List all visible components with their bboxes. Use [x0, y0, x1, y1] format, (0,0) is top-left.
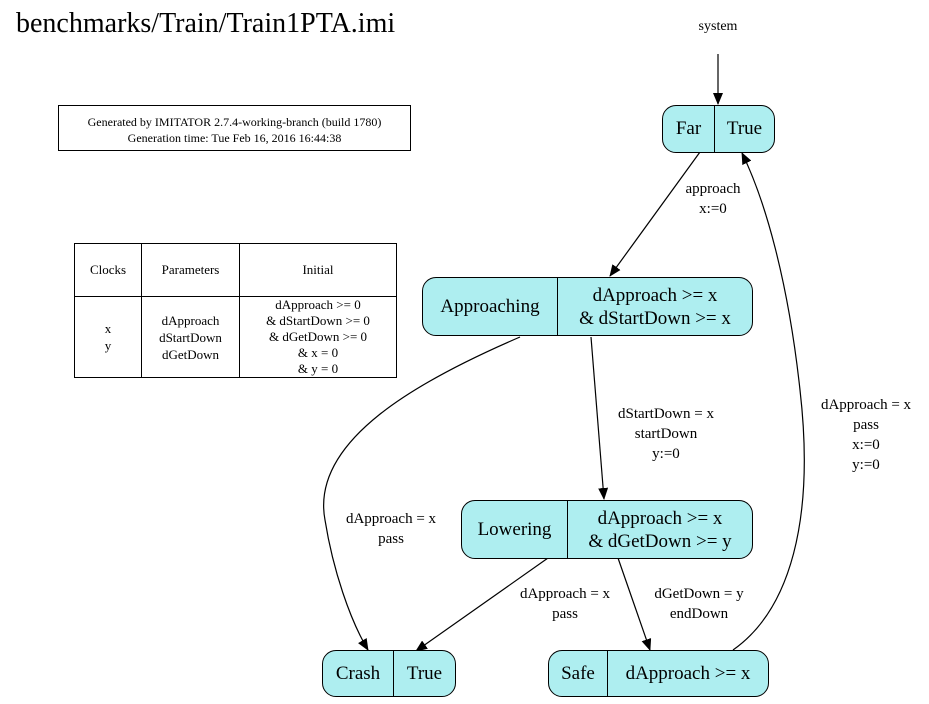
- system-label: system: [698, 19, 738, 34]
- parameter-item: dGetDown: [161, 346, 220, 362]
- location-name: Far: [675, 118, 702, 139]
- edge-label-line: x:=0: [699, 201, 727, 217]
- edge-label-line: dApproach = x: [345, 511, 437, 527]
- initial-constraint: & dGetDown >= 0: [268, 329, 368, 344]
- edge-label-line: dApproach = x: [519, 586, 611, 602]
- location-invariant: dApproach >= x & dGetDown >= y: [567, 501, 752, 558]
- generation-info-box: Generated by IMITATOR 2.7.4-working-bran…: [58, 105, 411, 151]
- invariant-line: & dGetDown >= y: [588, 530, 732, 552]
- initial-constraint: dApproach >= 0: [275, 297, 361, 312]
- edge-label-line: dStartDown = x: [618, 406, 714, 422]
- parameters-header: Parameters: [141, 243, 240, 297]
- edge-label-safe-to-far: dApproach = x pass x:=0 y:=0: [821, 395, 911, 475]
- page-title: benchmarks/Train/Train1PTA.imi: [16, 8, 396, 39]
- edge-label-line: pass: [853, 417, 879, 433]
- location-approaching[interactable]: Approaching dApproach >= x & dStartDown …: [422, 277, 753, 336]
- location-invariant: dApproach >= x: [607, 651, 768, 696]
- location-lowering[interactable]: Lowering dApproach >= x & dGetDown >= y: [461, 500, 753, 559]
- edge-label-lowering-to-crash: dApproach = x pass: [520, 584, 610, 624]
- edge-label-line: pass: [378, 531, 404, 547]
- parameter-item: dApproach: [161, 312, 220, 328]
- edge-label-line: dGetDown = y: [654, 586, 744, 602]
- edge-label-line: pass: [552, 606, 578, 622]
- location-name: Approaching: [440, 295, 540, 317]
- edge-label-line: y:=0: [852, 457, 880, 473]
- edge-lowering-to-safe: [617, 557, 652, 651]
- initial-header: Initial: [239, 243, 397, 297]
- edge-far-to-approaching: [609, 151, 701, 277]
- edge-label-line: startDown: [634, 426, 698, 442]
- location-invariant: True: [393, 651, 455, 696]
- invariant-line: dApproach >= x: [597, 507, 723, 529]
- edge-approaching-to-lowering: [590, 336, 609, 500]
- edge-label-line: x:=0: [852, 437, 880, 453]
- generator-version: Generated by IMITATOR 2.7.4-working-bran…: [87, 115, 382, 129]
- location-invariant: True: [714, 106, 774, 152]
- parameters-cell: dApproach dStartDown dGetDown: [141, 296, 240, 378]
- generation-time: Generation time: Tue Feb 16, 2016 16:44:…: [127, 131, 342, 145]
- initial-cell: dApproach >= 0 & dStartDown >= 0 & dGetD…: [239, 296, 397, 378]
- location-invariant: dApproach >= x & dStartDown >= x: [557, 278, 752, 335]
- location-name: Safe: [561, 662, 595, 684]
- clocks-header: Clocks: [74, 243, 142, 297]
- initial-constraint: & x = 0: [297, 345, 339, 360]
- initial-constraint: & dStartDown >= 0: [266, 313, 370, 328]
- invariant-line: & dStartDown >= x: [579, 307, 731, 329]
- edge-label-line: dApproach = x: [820, 397, 912, 413]
- edge-label-line: y:=0: [652, 446, 680, 462]
- edge-lowering-to-crash: [415, 557, 549, 652]
- location-far[interactable]: Far True: [662, 105, 775, 153]
- edge-safe-to-far: [732, 152, 805, 651]
- location-crash[interactable]: Crash True: [322, 650, 456, 697]
- edge-label-line: endDown: [669, 606, 729, 622]
- initial-constraint: & y = 0: [297, 361, 339, 376]
- parameter-item: dStartDown: [159, 329, 222, 345]
- location-name: Lowering: [477, 518, 552, 540]
- edge-approaching-to-crash: [323, 336, 521, 651]
- location-safe[interactable]: Safe dApproach >= x: [548, 650, 769, 697]
- variables-table: Clocks Parameters Initial x y dApproach …: [74, 243, 397, 378]
- edge-label-approaching-to-crash: dApproach = x pass: [346, 509, 436, 549]
- clock-y: y: [104, 338, 112, 353]
- location-name: Crash: [335, 662, 381, 684]
- edge-label-approaching-to-lowering: dStartDown = x startDown y:=0: [618, 404, 714, 464]
- edge-label-line: approach: [685, 181, 741, 197]
- clock-x: x: [104, 321, 112, 336]
- edge-label-far-to-approaching: approach x:=0: [686, 179, 741, 219]
- invariant-line: dApproach >= x: [592, 284, 718, 306]
- edge-label-lowering-to-safe: dGetDown = y endDown: [654, 584, 743, 624]
